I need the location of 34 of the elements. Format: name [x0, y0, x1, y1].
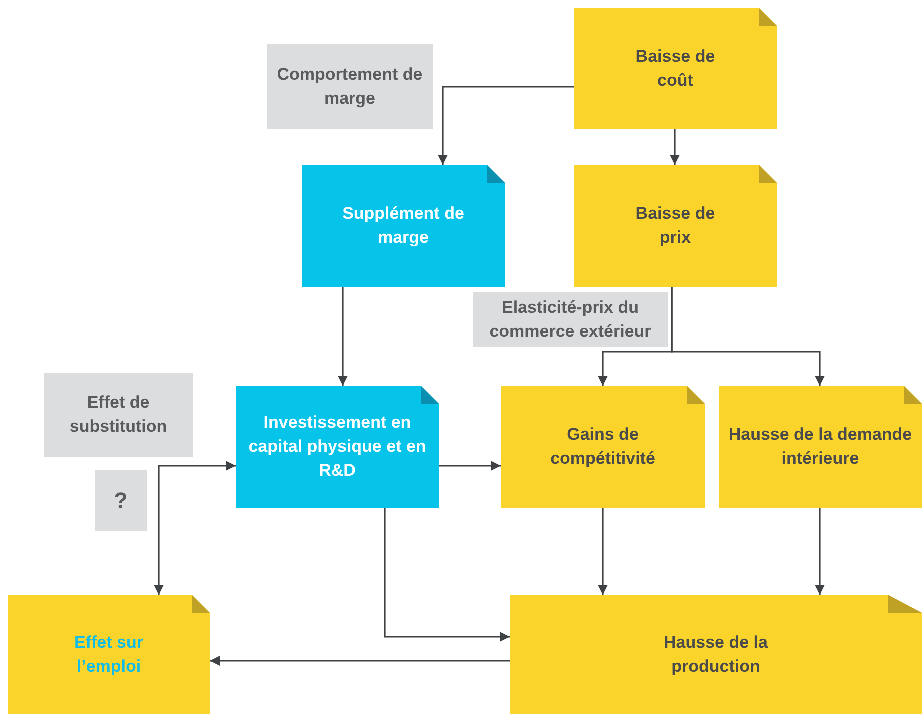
arrow [439, 461, 501, 471]
note-box [473, 292, 668, 347]
node-label: Effet sur l’emploi [74, 632, 144, 678]
sticky-note-box [236, 386, 439, 508]
arrow [670, 129, 680, 165]
sticky-note-box [574, 8, 777, 129]
arrow [210, 656, 510, 666]
arrow [338, 287, 348, 386]
sticky-note-box [510, 595, 922, 714]
note-box [267, 44, 433, 129]
sticky-note-box [501, 386, 705, 508]
sticky-note-box [574, 165, 777, 287]
sticky-note-box [719, 386, 922, 508]
arrow [438, 86, 574, 165]
node-label: Hausse de la production [663, 632, 769, 678]
node-label: Supplément de marge [342, 203, 466, 249]
node-label: Effet de substitution [68, 392, 168, 438]
note-box [44, 373, 193, 457]
node-label: Hausse de la demande intérieure [728, 424, 914, 470]
arrow [598, 508, 608, 595]
node-label: Baisse de prix [634, 203, 716, 249]
node-label: Gains de compétitivité [550, 424, 656, 470]
node-label: ? [114, 488, 128, 512]
arrow [384, 508, 510, 642]
note-box [95, 470, 147, 531]
node-label: Baisse de coût [634, 46, 716, 92]
node-label: Elasticité-prix du commerce extérieur [488, 296, 652, 342]
arrow [671, 287, 825, 386]
arrow [815, 508, 825, 595]
sticky-note-box [8, 595, 210, 714]
arrow [154, 461, 236, 595]
sticky-note-box [302, 165, 505, 287]
node-label: Comportement de marge [276, 64, 424, 110]
node-label: Investissement en capital physique et en R&D [248, 412, 428, 482]
